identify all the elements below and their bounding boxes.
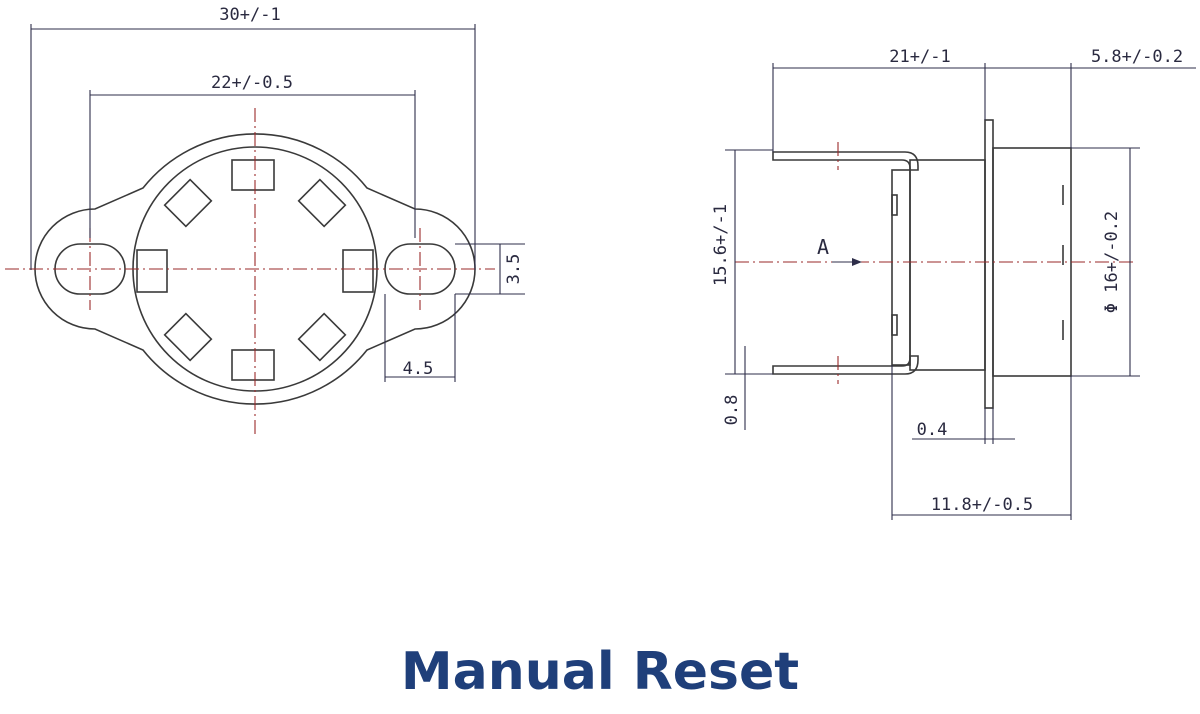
tab-ring [136, 159, 374, 381]
top-terminal [772, 151, 919, 171]
dim-diameter: Φ 16+/-0.2 [1102, 211, 1122, 313]
side-view: A 21+/-1 5.8+/-0.2 15.6+/-1 0.8 Φ 16+/-0… [711, 47, 1196, 520]
flange-outline [34, 133, 476, 405]
mount-detail [891, 314, 898, 336]
base-body [909, 159, 986, 371]
dim-terminal-thickness: 0.8 [722, 395, 742, 426]
bottom-terminal [772, 355, 919, 375]
dim-terminal-length: 21+/-1 [889, 47, 950, 67]
tab [297, 312, 347, 362]
tab [231, 159, 275, 191]
dim-hole-width: 4.5 [403, 359, 434, 379]
dim-hole-spacing: 22+/-0.5 [211, 73, 293, 93]
tab [163, 178, 213, 228]
tab [136, 249, 168, 293]
tab [297, 178, 347, 228]
technical-drawing: 30+/-1 22+/-0.5 3.5 4.5 [5, 5, 1196, 520]
caption: Manual Reset [400, 642, 800, 702]
dim-overall-width: 30+/-1 [219, 5, 280, 25]
tab [163, 312, 213, 362]
arrow-head [852, 258, 862, 266]
terminal-mount [891, 169, 911, 366]
view-marker: A [817, 235, 829, 259]
dim-hole-height: 3.5 [504, 254, 524, 285]
dim-terminal-span: 15.6+/-1 [711, 204, 731, 286]
dim-cap-length: 5.8+/-0.2 [1091, 47, 1183, 67]
front-view: 30+/-1 22+/-0.5 3.5 4.5 [5, 5, 525, 438]
dim-body-length: 11.8+/-0.5 [931, 495, 1033, 515]
flange-plate [984, 119, 994, 409]
tab [342, 249, 374, 293]
mount-detail [891, 194, 898, 216]
tab [231, 349, 275, 381]
dim-flange-thickness: 0.4 [917, 420, 948, 440]
